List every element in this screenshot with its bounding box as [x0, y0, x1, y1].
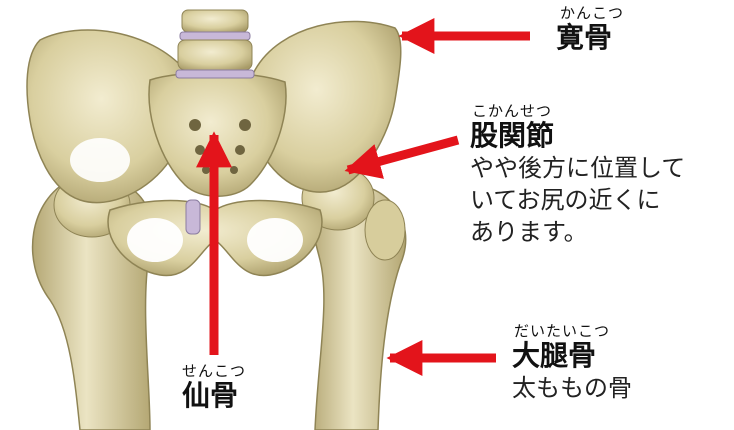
term-hip-joint: 股関節 [470, 120, 685, 152]
note-femur: 太ももの骨 [512, 372, 632, 404]
lumbar-spine [176, 10, 254, 78]
label-femur: だいたいこつ 大腿骨 太ももの骨 [512, 322, 632, 404]
term-ilium: 寛骨 [556, 22, 624, 54]
label-ilium: かんこつ 寛骨 [556, 4, 624, 54]
right-femur [302, 166, 406, 430]
reading-sacrum: せんこつ [182, 362, 246, 380]
label-hip-joint: こかんせつ 股関節 やや後方に位置して いてお尻の近くに あります。 [470, 102, 685, 248]
reading-hip-joint: こかんせつ [470, 102, 685, 120]
term-sacrum: 仙骨 [182, 380, 246, 412]
note-hip-line-3: あります。 [470, 216, 685, 248]
note-hip-line-1: やや後方に位置して [470, 152, 685, 184]
term-femur: 大腿骨 [512, 340, 632, 372]
reading-femur: だいたいこつ [512, 322, 632, 340]
label-sacrum: せんこつ 仙骨 [182, 362, 246, 412]
reading-ilium: かんこつ [556, 4, 624, 22]
note-hip-line-2: いてお尻の近くに [470, 184, 685, 216]
